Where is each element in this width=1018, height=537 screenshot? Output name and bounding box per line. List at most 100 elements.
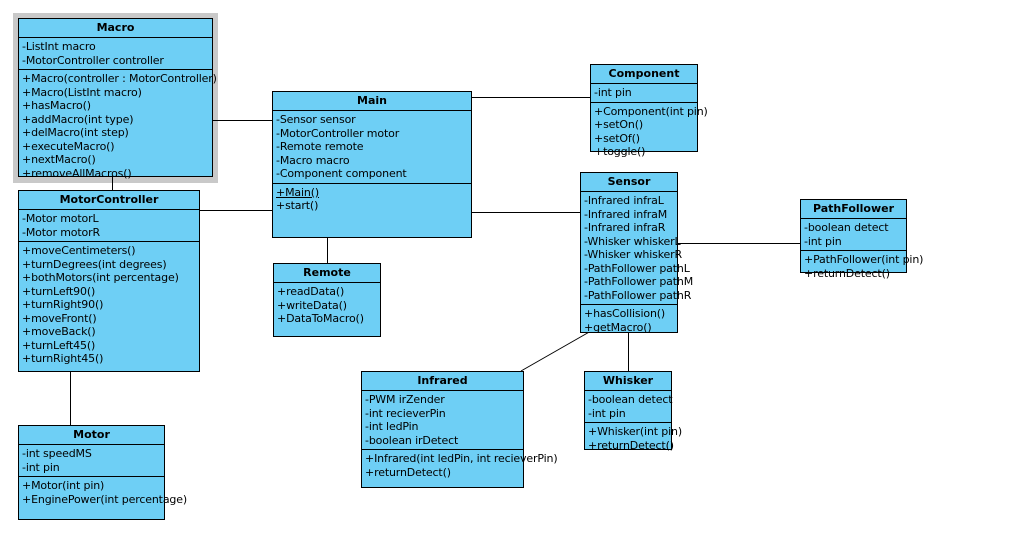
method-row: +nextMacro()	[22, 153, 96, 166]
method-row: +turnDegrees(int degrees)	[22, 257, 167, 271]
attribute-row: -int recieverPin	[365, 406, 446, 420]
class-title-pathfollower: PathFollower	[801, 200, 906, 219]
attribute-row: -MotorController controller	[22, 53, 164, 67]
method-row: +Macro(controller : MotorController)	[22, 72, 217, 85]
method-row: +moveFront()	[22, 311, 97, 325]
method-row: +executeMacro()	[22, 139, 115, 153]
class-methods-component: +Component(int pin) +setOn() +setOf() +t…	[591, 101, 708, 161]
class-attributes-pathfollower: -boolean detect -int pin	[801, 219, 906, 250]
method-row: +start()	[276, 199, 319, 212]
method-row: +turnRight45()	[22, 352, 104, 365]
attribute-row: -Sensor sensor	[276, 113, 356, 126]
class-box-infrared[interactable]: Infrared -PWM irZender -int recieverPin …	[361, 371, 558, 488]
edge-main-remote	[327, 238, 328, 263]
class-methods-main: +Main() +start()	[273, 182, 471, 215]
method-row: +moveCentimeters()	[22, 244, 136, 257]
method-row: +readData()	[277, 285, 345, 298]
class-attributes-whisker: -boolean detect -int pin	[585, 391, 673, 422]
class-title-motorcontroller: MotorController	[19, 191, 199, 210]
class-title-whisker: Whisker	[585, 372, 671, 391]
method-row: +DataToMacro()	[277, 312, 364, 325]
class-title-remote: Remote	[274, 264, 380, 283]
class-box-motor[interactable]: Motor -int speedMS -int pin +Motor(int p…	[18, 425, 187, 520]
class-attributes-macro: -ListInt macro -MotorController controll…	[19, 38, 212, 69]
method-row: +writeData()	[277, 298, 347, 312]
class-box-sensor[interactable]: Sensor -Infrared infraL -Infrared infraM…	[580, 172, 694, 336]
method-row: +Whisker(int pin)	[588, 425, 683, 438]
attribute-row: -Motor motorL	[22, 212, 99, 225]
class-title-macro: Macro	[19, 19, 212, 38]
method-row: +PathFollower(int pin)	[804, 253, 924, 266]
edge-sensor-infrared	[520, 330, 592, 372]
class-attributes-infrared: -PWM irZender -int recieverPin -int ledP…	[362, 391, 523, 449]
class-title-component: Component	[591, 65, 697, 84]
attribute-row: -boolean detect	[588, 393, 673, 406]
method-row: +Component(int pin)	[594, 104, 708, 118]
method-row-static: +Main()	[276, 185, 320, 199]
class-attributes-motorcontroller: -Motor motorL -Motor motorR	[19, 210, 199, 241]
method-row: +returnDetect()	[365, 465, 451, 479]
class-methods-remote: +readData() +writeData() +DataToMacro()	[274, 283, 380, 328]
class-box-remote[interactable]: Remote +readData() +writeData() +DataToM…	[273, 263, 381, 337]
attribute-row: -Infrared infraM	[584, 207, 668, 221]
edge-macro-main	[195, 120, 275, 121]
attribute-row: -PathFollower pathR	[584, 288, 692, 302]
attribute-row: -Component component	[276, 167, 407, 180]
method-row: +turnLeft45()	[22, 338, 96, 352]
attribute-row: -MotorController motor	[276, 126, 400, 140]
attribute-row: -int pin	[22, 460, 60, 474]
attribute-row: -PWM irZender	[365, 393, 445, 406]
attribute-row: -Remote remote	[276, 140, 364, 153]
method-row: +Infrared(int ledPin, int recieverPin)	[365, 452, 558, 465]
method-row: +removeAllMacros()	[22, 166, 132, 180]
method-row: +toggle()	[594, 145, 646, 158]
class-methods-motor: +Motor(int pin) +EnginePower(int percent…	[19, 476, 187, 508]
attribute-row: -Infrared infraR	[584, 221, 666, 234]
class-methods-motorcontroller: +moveCentimeters() +turnDegrees(int degr…	[19, 241, 199, 368]
attribute-row: -Macro macro	[276, 153, 350, 167]
class-box-macro[interactable]: Macro -ListInt macro -MotorController co…	[18, 18, 217, 180]
class-methods-whisker: +Whisker(int pin) +returnDetect()	[585, 422, 683, 454]
method-row: +hasCollision()	[584, 307, 666, 320]
attribute-row: -Whisker whiskerL	[584, 234, 681, 248]
edge-sensor-pathfollower	[678, 243, 800, 244]
attribute-row: -int speedMS	[22, 447, 92, 460]
method-row: +returnDetect()	[804, 266, 890, 280]
method-row: +turnLeft90()	[22, 284, 96, 298]
method-row: +setOf()	[594, 131, 640, 145]
attribute-row: -boolean detect	[804, 221, 889, 234]
class-box-pathfollower[interactable]: PathFollower -boolean detect -int pin +P…	[800, 199, 924, 280]
class-box-motorcontroller[interactable]: MotorController -Motor motorL -Motor mot…	[18, 190, 200, 372]
method-row: +getMacro()	[584, 320, 652, 334]
attribute-row: -int ledPin	[365, 420, 419, 433]
class-title-infrared: Infrared	[362, 372, 523, 391]
method-row: +delMacro(int step)	[22, 126, 129, 139]
attribute-row: -int pin	[594, 86, 632, 99]
class-attributes-component: -int pin	[591, 84, 697, 102]
edge-motorcontroller-motor	[70, 372, 71, 425]
edge-sensor-whisker	[628, 333, 629, 371]
attribute-row: -int pin	[588, 406, 626, 420]
method-row: +bothMotors(int percentage)	[22, 271, 179, 284]
attribute-row: -ListInt macro	[22, 40, 96, 53]
class-box-whisker[interactable]: Whisker -boolean detect -int pin +Whiske…	[584, 371, 682, 452]
attribute-row: -PathFollower pathM	[584, 275, 694, 288]
method-row: +hasMacro()	[22, 99, 91, 112]
class-box-main[interactable]: Main -Sensor sensor -MotorController mot…	[272, 91, 472, 238]
method-row: +returnDetect()	[588, 438, 674, 452]
class-methods-infrared: +Infrared(int ledPin, int recieverPin) +…	[362, 449, 558, 481]
edge-main-sensor	[472, 212, 580, 213]
method-row: +Motor(int pin)	[22, 479, 105, 492]
class-attributes-motor: -int speedMS -int pin	[19, 445, 164, 476]
attribute-row: -Infrared infraL	[584, 194, 664, 207]
class-attributes-main: -Sensor sensor -MotorController motor -R…	[273, 111, 471, 183]
attribute-row: -int pin	[804, 234, 842, 248]
attribute-row: -PathFollower pathL	[584, 261, 690, 275]
class-title-main: Main	[273, 92, 471, 111]
class-box-component[interactable]: Component -int pin +Component(int pin) +…	[590, 64, 708, 158]
class-methods-sensor: +hasCollision() +getMacro()	[581, 304, 677, 336]
edge-motorcontroller-main	[195, 210, 275, 211]
attribute-row: -boolean irDetect	[365, 433, 459, 447]
edge-main-component	[472, 97, 590, 98]
